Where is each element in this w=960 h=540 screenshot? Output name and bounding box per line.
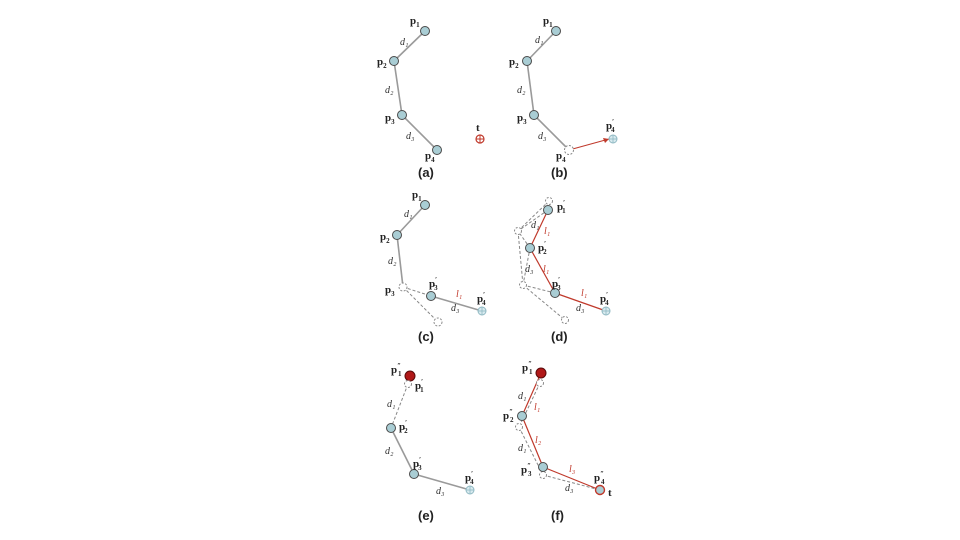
joint-p2 xyxy=(389,56,399,66)
caption-b: (b) xyxy=(551,165,568,180)
svg-text:p4: p4 xyxy=(556,150,566,164)
joint-p4 xyxy=(432,145,442,155)
svg-text:d₁: d₁ xyxy=(531,220,539,231)
panel-d: p′1 p′2 p′3 p′4 d₁ d₃ d₃ l₁ l₁ l₁ (d) xyxy=(514,197,611,344)
svg-text:p′4: p′4 xyxy=(477,291,486,307)
svg-text:d₃: d₃ xyxy=(565,483,574,494)
svg-text:l₂: l₂ xyxy=(535,435,542,446)
link-3 xyxy=(401,114,438,151)
panel-b: p1 p2 p3 p4 p′4 d₁ d₂ d₃ (b) xyxy=(509,15,618,180)
label-t: t xyxy=(476,122,480,134)
svg-text:p′1: p′1 xyxy=(557,199,566,215)
panel-e: p″1 p′1 p′2 p′3 p′4 d₁ d₂ d₃ (e) xyxy=(385,362,475,523)
svg-text:p′3: p′3 xyxy=(429,276,438,292)
link-1 xyxy=(393,30,426,62)
panel-f: p″1 p″2 p″3 p″4 t d₁ d₁ d₃ l₁ l₂ l₃ (f) xyxy=(503,360,612,523)
caption-a: (a) xyxy=(418,165,434,180)
svg-text:p′4: p′4 xyxy=(465,470,474,486)
label-d1: d₁ xyxy=(400,37,408,48)
svg-text:t: t xyxy=(608,487,612,499)
svg-text:d₃: d₃ xyxy=(525,264,534,275)
label-p: p xyxy=(410,15,416,27)
svg-text:l₁: l₁ xyxy=(544,226,550,237)
svg-text:l₁: l₁ xyxy=(581,288,587,299)
svg-text:p2: p2 xyxy=(509,56,519,70)
target-icon xyxy=(475,134,485,144)
svg-text:p1: p1 xyxy=(410,15,420,29)
svg-text:d₁: d₁ xyxy=(404,209,412,220)
svg-text:p3: p3 xyxy=(517,112,527,126)
panel-a: p1 p2 p3 p4 d₁ d₂ d₃ t (a) xyxy=(377,15,485,180)
svg-text:l₃: l₃ xyxy=(569,464,576,475)
svg-text:p3: p3 xyxy=(385,112,395,126)
svg-text:p″2: p″2 xyxy=(503,408,514,424)
svg-text:p″1: p″1 xyxy=(391,362,402,378)
caption-d: (d) xyxy=(551,329,568,344)
svg-text:p″1: p″1 xyxy=(522,360,533,376)
svg-text:d₃: d₃ xyxy=(436,486,445,497)
svg-text:p1: p1 xyxy=(412,189,422,203)
svg-text:p3: p3 xyxy=(385,284,395,298)
joint-p1 xyxy=(420,26,430,36)
svg-text:d₂: d₂ xyxy=(388,256,397,267)
svg-text:p′2: p′2 xyxy=(399,419,408,435)
svg-text:p4: p4 xyxy=(425,150,435,164)
svg-text:d₃: d₃ xyxy=(538,131,547,142)
svg-text:p′3: p′3 xyxy=(552,276,561,292)
link-2 xyxy=(393,60,403,116)
move-arrow xyxy=(568,138,610,151)
svg-text:p′4: p′4 xyxy=(606,118,615,134)
svg-text:d₁: d₁ xyxy=(387,399,395,410)
svg-text:p″3: p″3 xyxy=(521,462,532,478)
svg-text:p′4: p′4 xyxy=(600,291,609,307)
joint-p3 xyxy=(397,110,407,120)
svg-text:p′2: p′2 xyxy=(538,240,547,256)
svg-text:p2: p2 xyxy=(377,56,387,70)
target-icon xyxy=(601,306,611,316)
svg-text:l₁: l₁ xyxy=(456,289,462,300)
panel-c: p1 p2 p3 p′3 p′4 d₁ d₂ d₃ l₁ (c) xyxy=(380,189,487,344)
root-joint xyxy=(404,370,416,382)
svg-text:d₁: d₁ xyxy=(518,391,526,402)
svg-text:d₁: d₁ xyxy=(535,35,543,46)
label-d2: d₂ xyxy=(385,85,394,96)
label-d3: d₃ xyxy=(406,131,415,142)
svg-text:p″4: p″4 xyxy=(594,470,605,486)
svg-text:d₂: d₂ xyxy=(517,85,526,96)
caption-f: (f) xyxy=(551,508,564,523)
svg-text:p′1: p′1 xyxy=(415,378,424,394)
svg-text:l₁: l₁ xyxy=(534,402,540,413)
svg-text:d₃: d₃ xyxy=(576,303,585,314)
target-icon xyxy=(465,485,475,495)
svg-text:d₃: d₃ xyxy=(451,303,460,314)
svg-text:d₁: d₁ xyxy=(518,443,526,454)
target-icon xyxy=(608,134,618,144)
svg-text:d₂: d₂ xyxy=(385,446,394,457)
caption-c: (c) xyxy=(418,329,434,344)
svg-text:p′3: p′3 xyxy=(413,456,422,472)
svg-text:l₁: l₁ xyxy=(543,264,549,275)
svg-text:p2: p2 xyxy=(380,231,390,245)
caption-e: (e) xyxy=(418,508,434,523)
target-icon xyxy=(477,306,487,316)
svg-text:p1: p1 xyxy=(543,15,553,29)
